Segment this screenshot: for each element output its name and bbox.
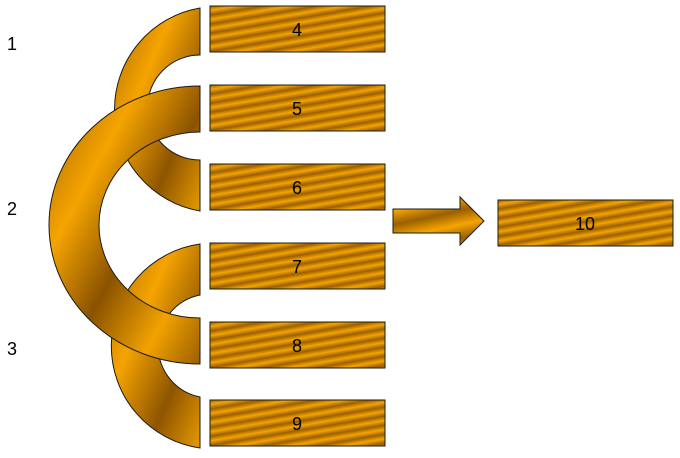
box-7-label: 7 [292, 257, 302, 277]
box-8: 8 [209, 321, 386, 369]
box-8-label: 8 [292, 336, 302, 356]
group-label-1: 1 [7, 34, 17, 54]
box-6: 6 [209, 163, 386, 211]
box-7: 7 [209, 242, 386, 290]
box-4: 4 [209, 5, 386, 53]
bracket-arc-2 [48, 85, 201, 365]
right-arrow-icon [392, 195, 485, 247]
group-label-3: 3 [7, 339, 17, 359]
box-5-label: 5 [292, 99, 302, 119]
box-5: 5 [209, 84, 386, 132]
box-9: 9 [209, 399, 386, 447]
group-label-2: 2 [7, 199, 17, 219]
box-9-label: 9 [292, 414, 302, 434]
result-box: 10 [497, 199, 674, 247]
result-box-label: 10 [575, 214, 595, 234]
bracket-arc-1 [114, 7, 201, 212]
box-6-label: 6 [292, 178, 302, 198]
box-4-label: 4 [292, 20, 302, 40]
